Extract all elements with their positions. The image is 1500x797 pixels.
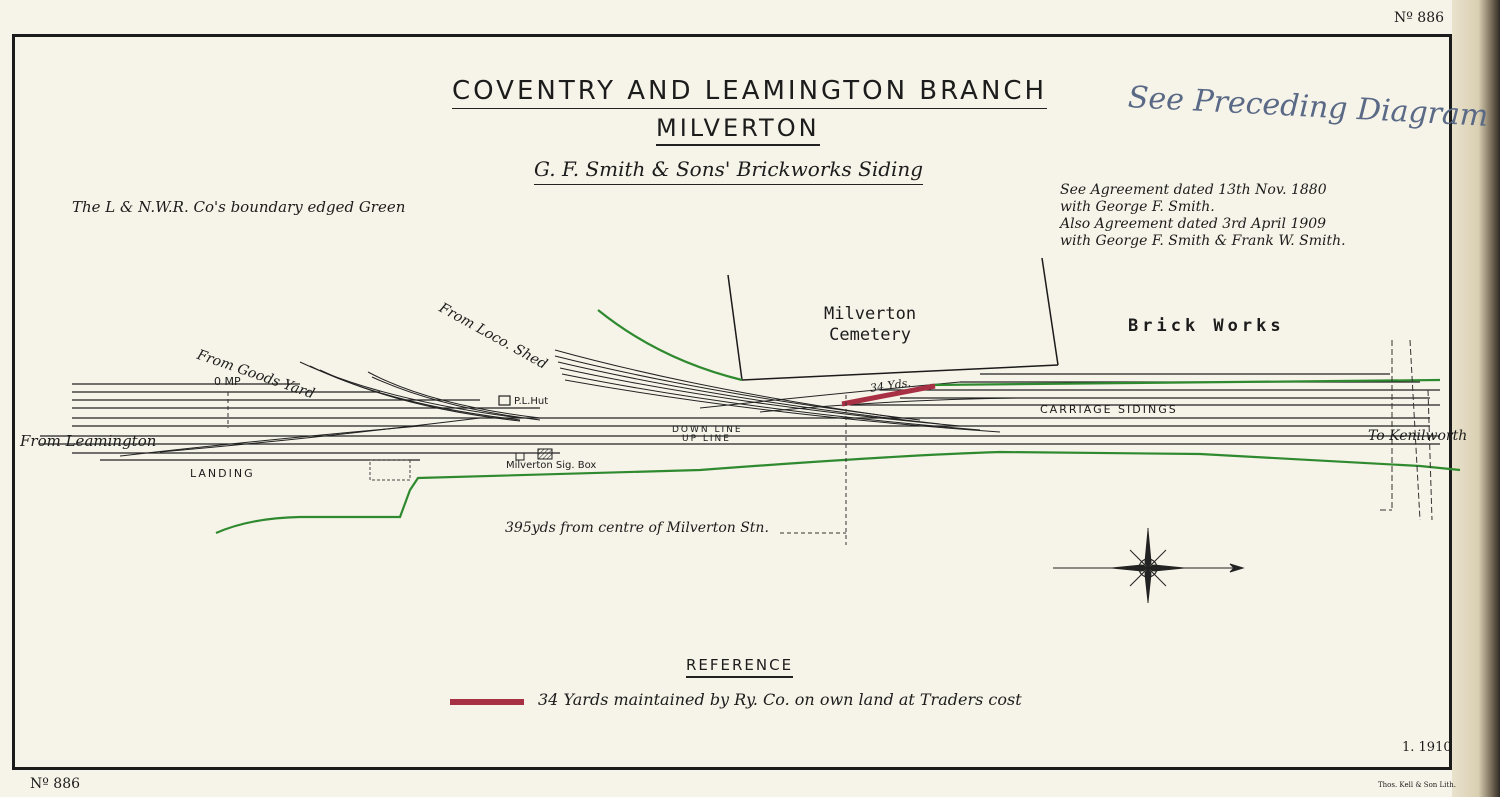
landing-platform (369, 459, 411, 481)
printer-mark: Thos. Kell & Son Lith. (1378, 781, 1456, 789)
agreement-line: with George F. Smith & Frank W. Smith. (1060, 233, 1346, 249)
map-border-frame (12, 34, 1452, 770)
track-line (319, 369, 521, 422)
signal-box-label: Milverton Sig. Box (506, 460, 597, 471)
map-title-branch: COVENTRY AND LEAMINGTON BRANCH (452, 76, 1048, 109)
distance-note: 395yds from centre of Milverton Stn. (505, 520, 769, 536)
track-line (367, 371, 541, 419)
agreement-line: See Agreement dated 13th Nov. 1880 (1060, 182, 1327, 198)
carriage-sidings-label: CARRIAGE SIDINGS (1040, 403, 1178, 416)
to-kenilworth-label: To Kenilworth (1368, 428, 1468, 444)
up-line-label: UP LINE (682, 434, 731, 444)
pl-hut-label: P.L.Hut (514, 396, 549, 407)
track-line (559, 367, 961, 427)
legend-red-swatch (450, 699, 524, 705)
cemetery-label-line: Cemetery (829, 325, 911, 345)
cemetery-label: Milverton Cemetery (824, 304, 916, 346)
track-line (371, 376, 541, 421)
agreement-line: Also Agreement dated 3rd April 1909 (1060, 216, 1327, 232)
track-line (554, 355, 921, 421)
boundary-line (597, 309, 743, 382)
sheet-number-top: Nº 886 (1394, 10, 1445, 26)
boundary-line (929, 378, 1441, 387)
map-title-station: MILVERTON (656, 114, 820, 146)
goods-yard-connections (119, 361, 541, 457)
track-line (159, 417, 481, 453)
company-boundary-green (215, 309, 1461, 535)
mile-post-label: 0 MP (214, 375, 241, 388)
sheet-number-bottom: Nº 886 (30, 776, 81, 792)
boundary-note: The L & N.W.R. Co's boundary edged Green (72, 198, 406, 216)
maintained-siding-segment (841, 383, 936, 407)
cemetery-label-line: Milverton (824, 304, 917, 324)
down-line-label: DOWN LINE (672, 425, 743, 435)
torn-paper-edge (1452, 0, 1500, 797)
landing-label: LANDING (190, 467, 255, 480)
boundary-line (215, 450, 1461, 535)
agreement-notes: See Agreement dated 13th Nov. 1880 with … (1060, 182, 1346, 250)
track-line (699, 381, 961, 409)
pl-hut-building (498, 395, 511, 406)
brick-works-label: Brick Works (1128, 316, 1285, 336)
distance-dimension (227, 392, 847, 545)
track-line (119, 425, 421, 457)
compass-rose-icon (1053, 528, 1245, 603)
from-leamington-label: From Leamington (20, 432, 157, 450)
signal-box-building (537, 448, 553, 460)
track-line (554, 349, 901, 419)
track-line (557, 361, 941, 425)
track-line (561, 373, 981, 431)
track-line (759, 397, 1021, 413)
signal-box-outbuilding (515, 452, 525, 461)
main-running-lines (40, 373, 1440, 461)
reference-title: REFERENCE (686, 656, 794, 678)
cemetery-boundary (727, 257, 1059, 381)
boundary-gates (1380, 339, 1433, 521)
legend-text: 34 Yards maintained by Ry. Co. on own la… (538, 690, 1022, 709)
agreement-line: with George F. Smith. (1060, 199, 1215, 215)
map-title-siding: G. F. Smith & Sons' Brickworks Siding (534, 157, 924, 185)
loco-shed-connections (554, 349, 1021, 433)
date-code: 1. 1910 (1402, 740, 1452, 755)
